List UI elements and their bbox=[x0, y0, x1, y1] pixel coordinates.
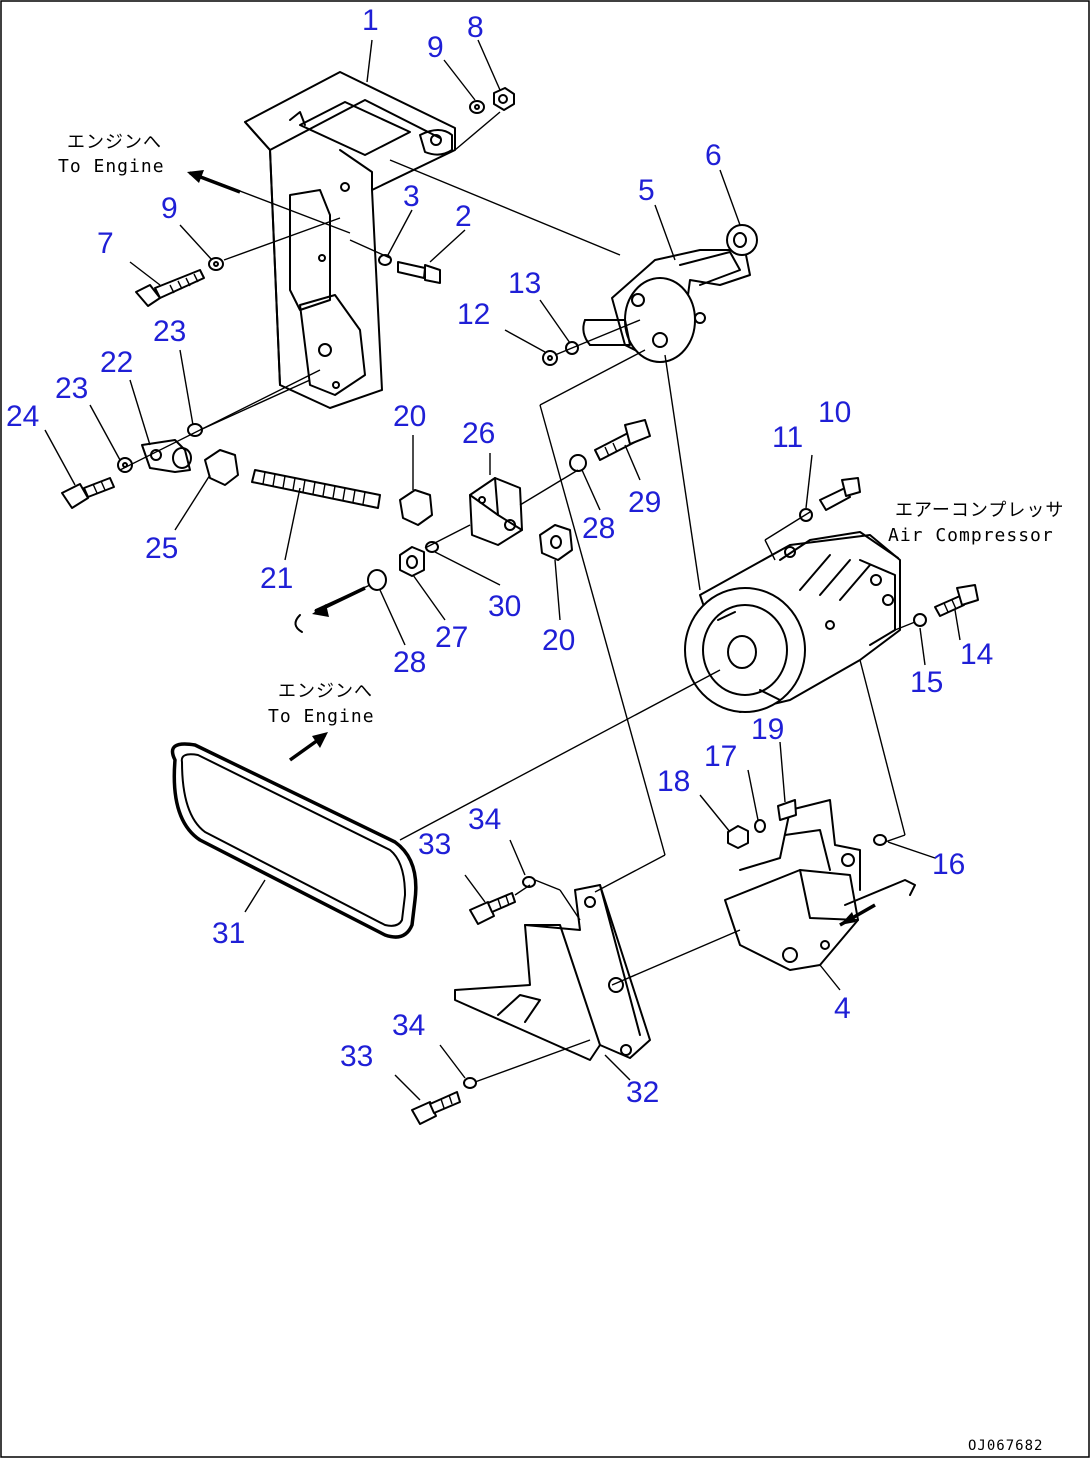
washer-part-16 bbox=[873, 834, 887, 846]
washer-part-34-lower bbox=[463, 1077, 477, 1089]
clevis-part-22 bbox=[141, 439, 192, 473]
washer-part-23-top bbox=[187, 423, 203, 437]
callout-17: 17 bbox=[704, 740, 737, 773]
nut-part-25 bbox=[204, 449, 239, 486]
callout-28-left: 28 bbox=[393, 646, 426, 679]
nut-part-18 bbox=[727, 825, 749, 849]
callout-20-lower: 20 bbox=[542, 624, 575, 657]
block-part-26 bbox=[469, 477, 523, 546]
callout-33-upper: 33 bbox=[418, 828, 451, 861]
bolt-part-14 bbox=[934, 584, 979, 617]
arrow-to-engine-1 bbox=[187, 170, 241, 194]
callout-7: 7 bbox=[97, 227, 114, 260]
callout-4: 4 bbox=[834, 992, 851, 1025]
washer-part-9-top bbox=[469, 100, 485, 114]
callout-30: 30 bbox=[488, 590, 521, 623]
mount-bracket-part-4 bbox=[724, 799, 916, 971]
callout-18: 18 bbox=[657, 765, 690, 798]
bolt-part-2 bbox=[397, 261, 441, 284]
bolt-part-33-upper bbox=[469, 892, 516, 925]
note-air-compressor-en: Air Compressor bbox=[888, 525, 1054, 546]
callout-21: 21 bbox=[260, 562, 293, 595]
callout-31: 31 bbox=[212, 917, 245, 950]
nut-part-20-left bbox=[399, 489, 433, 526]
callout-13: 13 bbox=[508, 267, 541, 300]
arrow-to-engine-2 bbox=[288, 732, 328, 762]
washer-part-9-left bbox=[208, 257, 224, 271]
callout-27: 27 bbox=[435, 621, 468, 654]
callout-9-left: 9 bbox=[161, 192, 178, 225]
tensioner-bracket-part-5 bbox=[582, 249, 751, 363]
bolt-part-19-small bbox=[777, 799, 797, 821]
air-compressor-part-19 bbox=[684, 531, 901, 713]
assembly-lines bbox=[119, 111, 916, 1083]
callout-20-upper: 20 bbox=[393, 400, 426, 433]
note-air-compressor-jp: エアーコンプレッサ bbox=[895, 500, 1064, 521]
threaded-rod-part-21 bbox=[251, 469, 381, 509]
callout-3: 3 bbox=[403, 180, 420, 213]
callout-29: 29 bbox=[628, 486, 661, 519]
note-to-engine-1-en: To Engine bbox=[58, 156, 165, 177]
callout-2: 2 bbox=[455, 200, 472, 233]
note-to-engine-2-en: To Engine bbox=[268, 706, 375, 727]
callout-32: 32 bbox=[626, 1076, 659, 1109]
nut-part-8 bbox=[493, 87, 515, 111]
nut-part-6 bbox=[726, 224, 758, 256]
washer-part-28-right bbox=[569, 454, 587, 472]
callout-9-top: 9 bbox=[427, 31, 444, 64]
nut-part-20-right bbox=[539, 524, 573, 561]
callout-34-lower: 34 bbox=[392, 1009, 425, 1042]
callout-25: 25 bbox=[145, 532, 178, 565]
drawing-code: OJ067682 bbox=[968, 1438, 1043, 1454]
callout-33-lower: 33 bbox=[340, 1040, 373, 1073]
washer-part-15 bbox=[913, 613, 927, 627]
arrow-head-4 bbox=[840, 912, 856, 925]
note-to-engine-1-jp: エンジンへ bbox=[67, 132, 162, 153]
leader-lines bbox=[44, 39, 961, 1101]
bolt-part-33-lower bbox=[411, 1091, 461, 1125]
callout-1: 1 bbox=[362, 4, 379, 37]
callout-28-right: 28 bbox=[582, 512, 615, 545]
callout-6: 6 bbox=[705, 139, 722, 172]
nut-part-27 bbox=[399, 546, 425, 577]
callout-10: 10 bbox=[818, 396, 851, 429]
callout-34-upper: 34 bbox=[468, 803, 501, 836]
callout-15: 15 bbox=[910, 666, 943, 699]
callout-12: 12 bbox=[457, 298, 490, 331]
callout-8: 8 bbox=[467, 11, 484, 44]
bolt-part-29 bbox=[594, 419, 651, 461]
nut-part-12 bbox=[542, 350, 558, 366]
callout-16: 16 bbox=[932, 848, 965, 881]
washer-part-34-upper bbox=[522, 876, 536, 888]
callout-24: 24 bbox=[6, 400, 39, 433]
callout-5: 5 bbox=[638, 174, 655, 207]
callout-26: 26 bbox=[462, 417, 495, 450]
bolt-part-24 bbox=[61, 477, 115, 509]
small-c-mark bbox=[294, 614, 303, 633]
note-to-engine-2-jp: エンジンへ bbox=[278, 681, 373, 702]
arrow-to-c-mark bbox=[312, 586, 366, 617]
callout-14: 14 bbox=[960, 638, 993, 671]
callout-23-lower: 23 bbox=[55, 372, 88, 405]
callout-19: 19 bbox=[751, 713, 784, 746]
bolt-part-10 bbox=[819, 477, 861, 511]
callout-11: 11 bbox=[772, 421, 803, 454]
washer-part-17 bbox=[754, 819, 766, 833]
callout-23-upper: 23 bbox=[153, 315, 186, 348]
v-belt-part-31 bbox=[170, 742, 418, 939]
washer-part-28-left bbox=[367, 569, 387, 591]
bolt-part-7 bbox=[135, 269, 205, 307]
callout-22: 22 bbox=[100, 346, 133, 379]
cover-part-32 bbox=[454, 884, 651, 1061]
